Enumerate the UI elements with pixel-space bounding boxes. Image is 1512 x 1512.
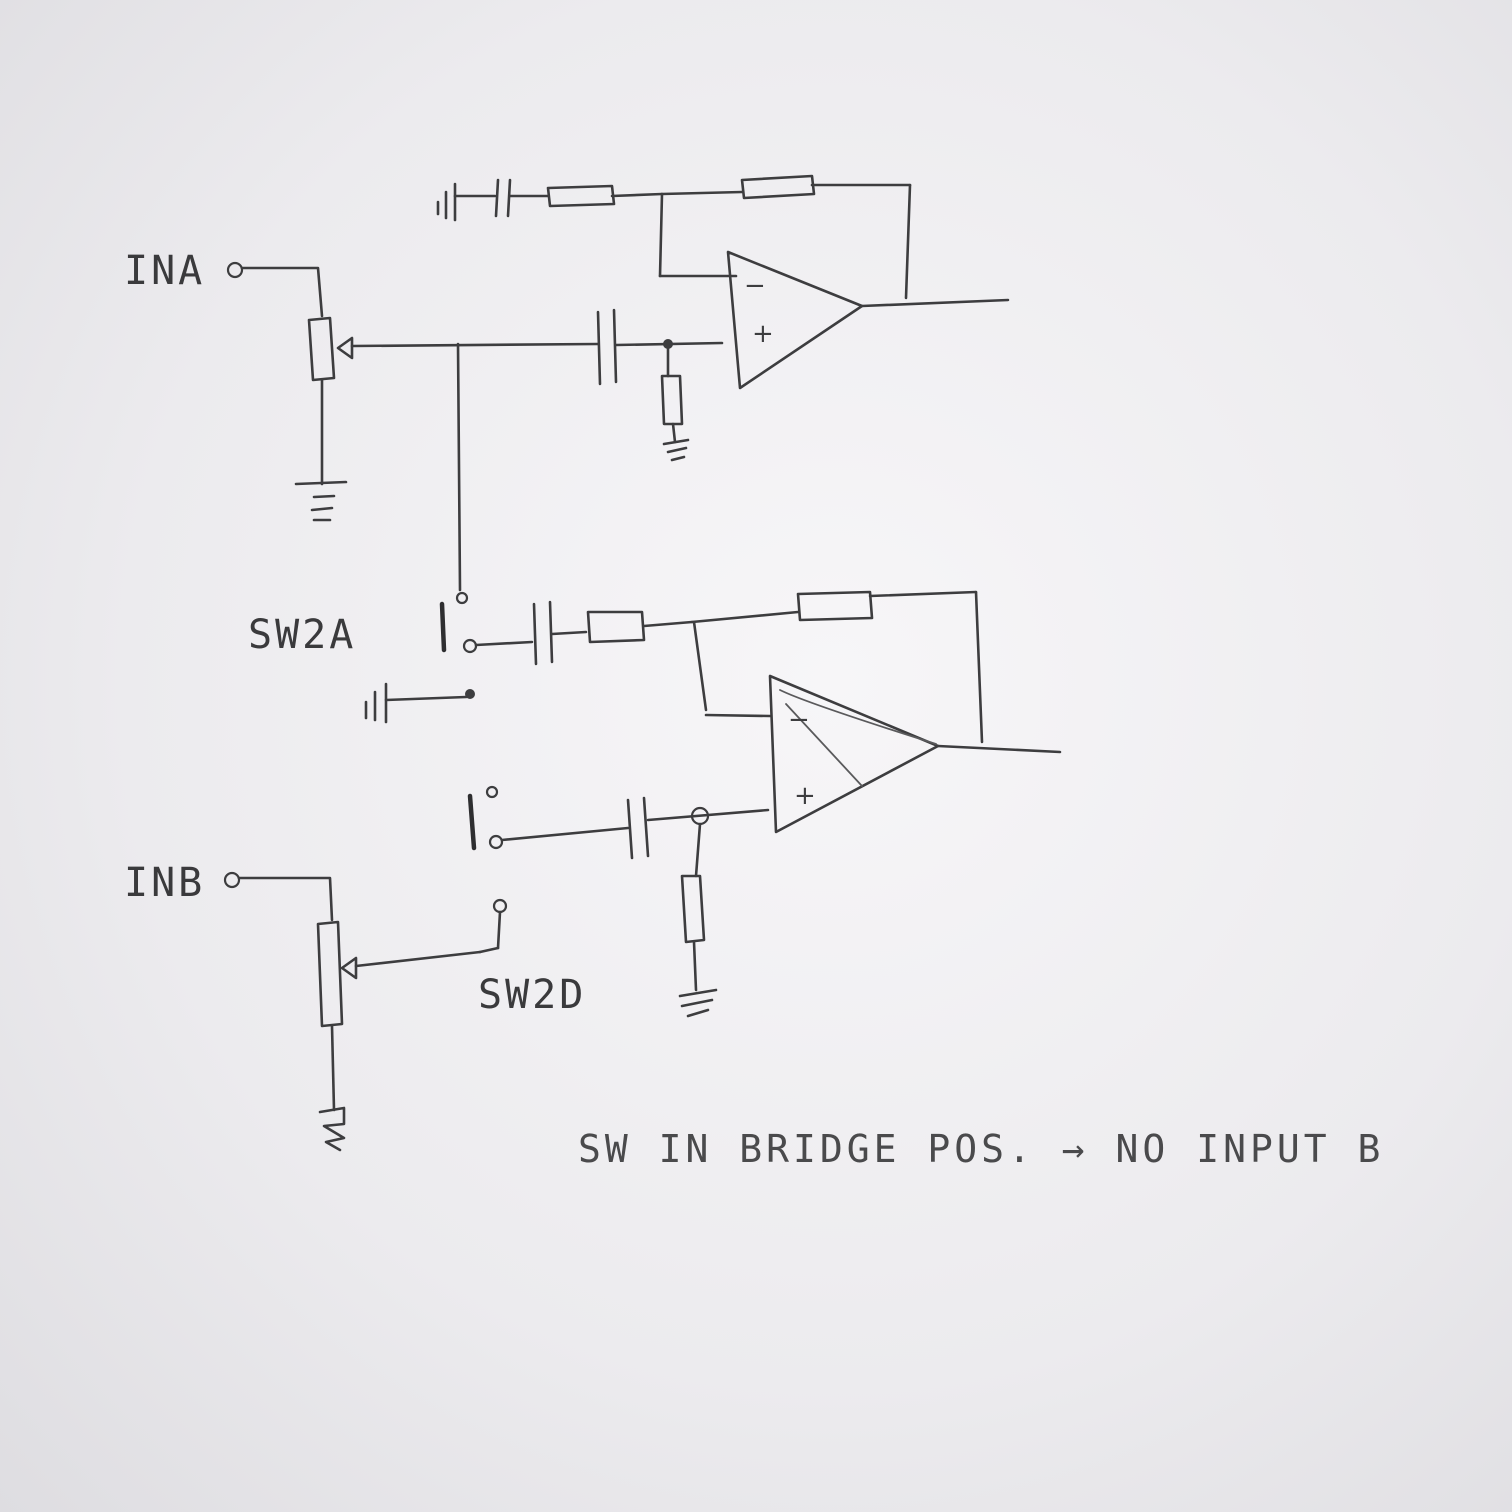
sw2d-contact-common: [488, 834, 504, 850]
resistor-top-series: [546, 184, 664, 208]
resistor-lower-bias: [678, 822, 718, 1018]
note-text: SW IN BRIDGE POS. → NO INPUT B: [578, 1127, 1384, 1171]
label-in-a: INA: [124, 248, 205, 294]
wire-in-a: [240, 266, 324, 318]
sw2d-contact-top: [485, 785, 499, 799]
opamp-middle: − +: [768, 674, 1062, 834]
switch-sw2d: SW2D: [467, 785, 586, 1018]
top-stage: − + INA: [124, 174, 1010, 592]
sw2a-contact-bottom: [465, 689, 475, 699]
ground-symbol-top-left: [436, 182, 497, 222]
terminal-in-a: [226, 261, 244, 279]
capacitor-top-series: [494, 178, 550, 218]
input-b-stage: INB: [124, 860, 502, 1152]
opamp-middle-sketch-line: [779, 689, 937, 745]
sw2a-contact-top: [455, 591, 469, 605]
resistor-top-bias: [660, 342, 690, 462]
sw2a-contact-common: [462, 638, 478, 654]
label-in-b: INB: [124, 860, 205, 906]
sw2d-contact-bottom: [492, 898, 508, 914]
opamp-top-minus: −: [744, 271, 766, 301]
label-sw2a: SW2A: [248, 612, 356, 658]
label-sw2d: SW2D: [478, 972, 586, 1018]
wire-in-b: [237, 876, 334, 922]
opamp-middle-plus: +: [794, 781, 816, 811]
opamp-middle-sketch-line-2: [785, 703, 863, 787]
switch-sw2a: SW2A: [248, 591, 478, 724]
ground-symbol-pot-b: [318, 1106, 346, 1152]
wire-to-sw2a: [456, 342, 462, 592]
middle-stage: − +: [474, 590, 1062, 834]
capacitor-middle-series: [532, 600, 588, 666]
opamp-top: − +: [726, 250, 1010, 390]
potentiometer-a: [307, 316, 600, 486]
ground-symbol-pot-a: [294, 480, 348, 522]
terminal-in-b: [223, 871, 241, 889]
resistor-middle-series: [586, 610, 694, 644]
opamp-middle-minus: −: [788, 705, 810, 735]
potentiometer-b: [316, 910, 502, 1112]
feedback-network-middle: [690, 590, 984, 744]
opamp-top-plus: +: [752, 319, 774, 349]
feedback-network-top: [658, 174, 912, 300]
lower-input-chain: [500, 796, 770, 1018]
capacitor-top-input: [596, 308, 724, 386]
